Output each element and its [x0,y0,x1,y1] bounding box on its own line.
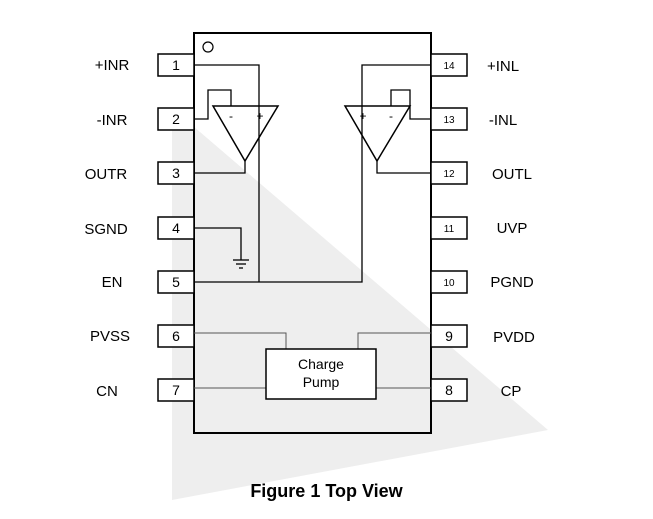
wire-pvss [194,332,287,349]
pin-label-en: EN [102,274,123,291]
opamp-right-triangle [211,105,280,163]
wire-sgnd [194,227,242,260]
pin-label-pgnd: PGND [490,274,534,291]
pin-number-4: 4 [172,220,180,236]
opamp-left-plus-sign: + [359,109,366,123]
charge-pump-box [265,348,377,400]
pin-label-minus-inr: -INR [97,112,128,129]
wire-inl-minus [390,89,431,120]
wire-outr [194,161,246,174]
pin-number-1: 1 [172,57,180,73]
wire-inl-plus [361,64,431,106]
pin-label-cn: CN [96,383,118,400]
pin-label-uvp: UVP [497,220,528,237]
pin-number-12: 12 [443,169,455,180]
figure-caption: Figure 1 Top View [250,481,403,501]
pin-label-minus-inl: -INL [489,112,517,129]
pin-number-14: 14 [443,61,455,72]
pin-label-plus-inr: +INR [95,57,130,74]
pin-number-8: 8 [445,382,453,398]
pin-label-sgnd: SGND [84,221,128,238]
left-pin-group: 1 +INR 2 -INR 3 OUTR 4 SGND 5 EN 6 PVSS [84,53,195,402]
wiring [194,64,431,283]
pin-number-10: 10 [443,278,455,289]
left-pin-3: 3 OUTR [85,161,195,185]
charge-pump-block: Charge Pump [194,332,431,400]
right-pin-12: 12 OUTL [430,161,532,185]
pin-number-9: 9 [445,328,453,344]
pin-label-cp: CP [501,383,522,400]
pin-label-outr: OUTR [85,166,128,183]
opamp-left-triangle [343,105,412,163]
left-pin-4: 4 SGND [84,216,195,240]
pin-label-outl: OUTL [492,166,532,183]
wire-inr-minus [194,89,232,120]
wire-pvdd [357,332,431,349]
opamp-right-minus-sign: - [229,109,233,123]
pin-number-11: 11 [444,224,455,235]
right-pin-13: 13 -INL [430,107,517,131]
pin-number-7: 7 [172,382,180,398]
right-pin-group: 14 +INL 13 -INL 12 OUTL 11 UVP 10 PGND 9… [430,53,535,402]
charge-pump-label-line2: Pump [303,374,340,390]
opamp-right-channel: - + [211,105,280,163]
pin-label-pvss: PVSS [90,328,130,345]
pin-number-3: 3 [172,165,180,181]
wire-en [194,106,363,283]
wire-inr-plus [194,64,260,106]
pin-number-13: 13 [443,115,455,126]
left-pin-2: 2 -INR [97,107,195,131]
pin-number-2: 2 [172,111,180,127]
opamp-left-channel: + - [343,105,412,163]
right-pin-9: 9 PVDD [430,324,535,348]
right-pin-11: 11 UVP [430,216,528,240]
pin1-marker [202,41,214,53]
pin-number-6: 6 [172,328,180,344]
right-pin-14: 14 +INL [430,53,519,77]
watermark-arrow [172,108,548,500]
right-pin-8: 8 CP [430,378,522,402]
left-pin-1: 1 +INR [95,53,195,77]
pin-label-plus-inl: +INL [487,58,519,75]
wire-outl [376,161,431,174]
left-pin-7: 7 CN [96,378,195,402]
charge-pump-label-line1: Charge [298,356,344,372]
opamp-right-plus-sign: + [256,109,263,123]
opamp-left-minus-sign: - [389,109,393,123]
left-pin-5: 5 EN [102,270,195,294]
left-pin-6: 6 PVSS [90,324,195,348]
pin-label-pvdd: PVDD [493,329,535,346]
pin-number-5: 5 [172,274,180,290]
right-pin-10: 10 PGND [430,270,534,294]
